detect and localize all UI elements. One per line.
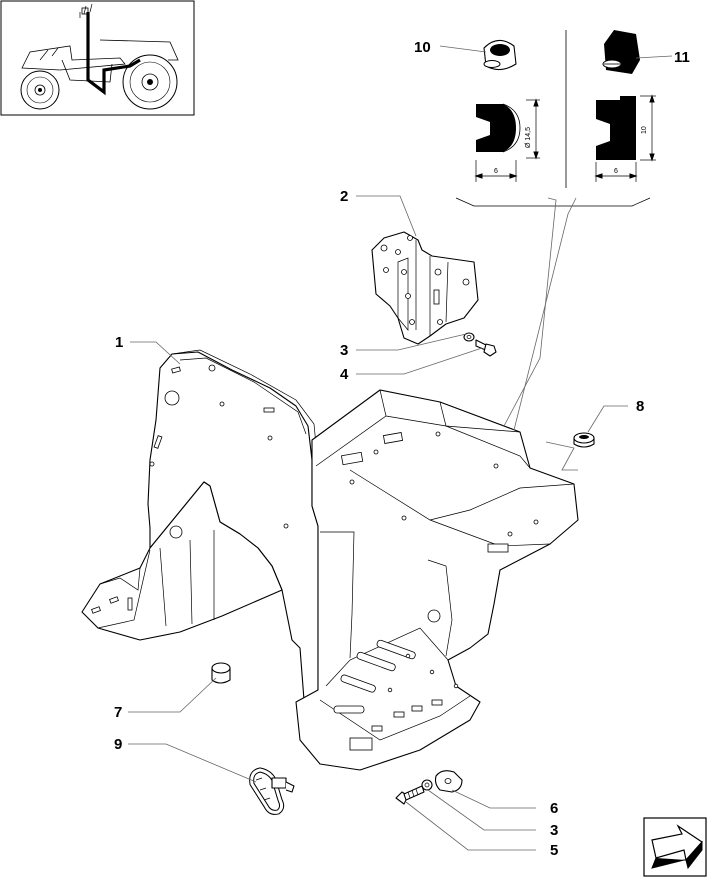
- callout-2: 2: [340, 188, 348, 205]
- callout-11: 11: [674, 49, 690, 66]
- callout-1: 1: [115, 334, 123, 351]
- callout-9: 9: [114, 736, 122, 753]
- part-11-square-plug: [594, 30, 656, 182]
- dimension-width-10: 6: [494, 168, 498, 175]
- part-5-bolt: [395, 785, 425, 805]
- part-4-bolt: [475, 339, 497, 357]
- part-3-washer-upper: [463, 332, 475, 342]
- part-9-cable-clip: [249, 767, 295, 815]
- callout-3-upper: 3: [340, 342, 348, 359]
- tractor-thumbnail-icon[interactable]: [0, 0, 195, 116]
- next-page-arrow-icon[interactable]: [643, 817, 707, 877]
- callout-5: 5: [550, 842, 558, 859]
- callout-7: 7: [114, 704, 122, 721]
- part-7-plug: [211, 662, 231, 684]
- part-6-plate: [434, 770, 463, 793]
- dimension-width-11: 6: [614, 168, 618, 175]
- part-1-platform: [81, 349, 579, 771]
- part-3-washer-lower: [421, 779, 433, 791]
- dimension-diameter-10: Ø 14,5: [525, 127, 532, 148]
- dimension-height-11: 10: [641, 126, 648, 134]
- part-2-bracket: [371, 231, 479, 345]
- callout-4: 4: [340, 366, 349, 383]
- part-10-cap-plug: [474, 39, 540, 182]
- callout-8: 8: [636, 398, 644, 415]
- part-8-grommet: [573, 432, 595, 448]
- callout-3-lower: 3: [550, 822, 558, 839]
- callout-6: 6: [550, 800, 558, 817]
- callout-10: 10: [414, 39, 431, 56]
